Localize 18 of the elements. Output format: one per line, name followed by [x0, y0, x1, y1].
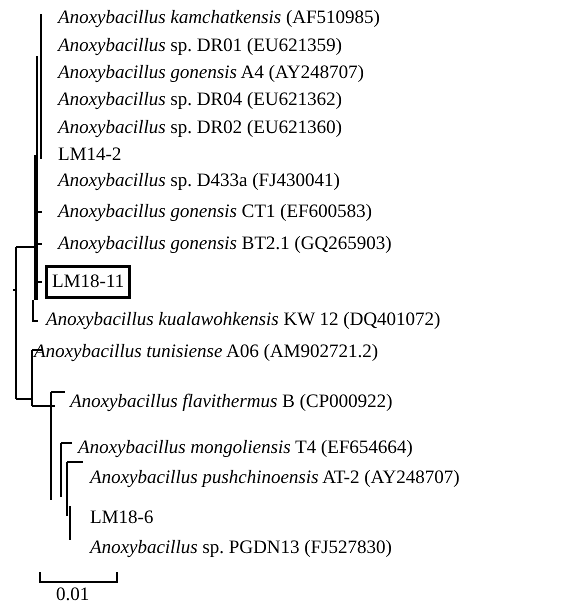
taxon-label: Anoxybacillus flavithermus B (CP000922) — [70, 391, 392, 413]
taxon-label: Anoxybacillus kamchatkensis (AF510985) — [58, 7, 380, 29]
taxon-label: Anoxybacillus mongoliensis T4 (EF654664) — [78, 437, 413, 459]
taxon-label: Anoxybacillus gonensis CT1 (EF600583) — [58, 201, 372, 223]
taxon-label: Anoxybacillus sp. PGDN13 (FJ527830) — [90, 537, 392, 559]
taxon-label: Anoxybacillus sp. DR02 (EU621360) — [58, 117, 342, 139]
taxon-label: Anoxybacillus sp. DR04 (EU621362) — [58, 89, 342, 111]
taxon-label: Anoxybacillus pushchinoensis AT-2 (AY248707) — [90, 467, 460, 489]
taxon-label: Anoxybacillus sp. D433a (FJ430041) — [58, 170, 340, 192]
taxon-label: Anoxybacillus gonensis A4 (AY248707) — [58, 62, 364, 84]
taxon-label: LM18-6 — [90, 507, 154, 529]
taxon-label: Anoxybacillus gonensis BT2.1 (GQ265903) — [58, 233, 392, 255]
highlighted-label-box: LM18-11 — [45, 265, 132, 299]
taxon-label: Anoxybacillus tunisiense A06 (AM902721.2) — [34, 341, 378, 363]
scale-label: 0.01 — [56, 584, 90, 603]
taxon-label: Anoxybacillus kualawohkensis KW 12 (DQ401072) — [46, 309, 440, 331]
taxon-label: Anoxybacillus sp. DR01 (EU621359) — [58, 35, 342, 57]
taxon-label: LM14-2 — [58, 144, 122, 166]
